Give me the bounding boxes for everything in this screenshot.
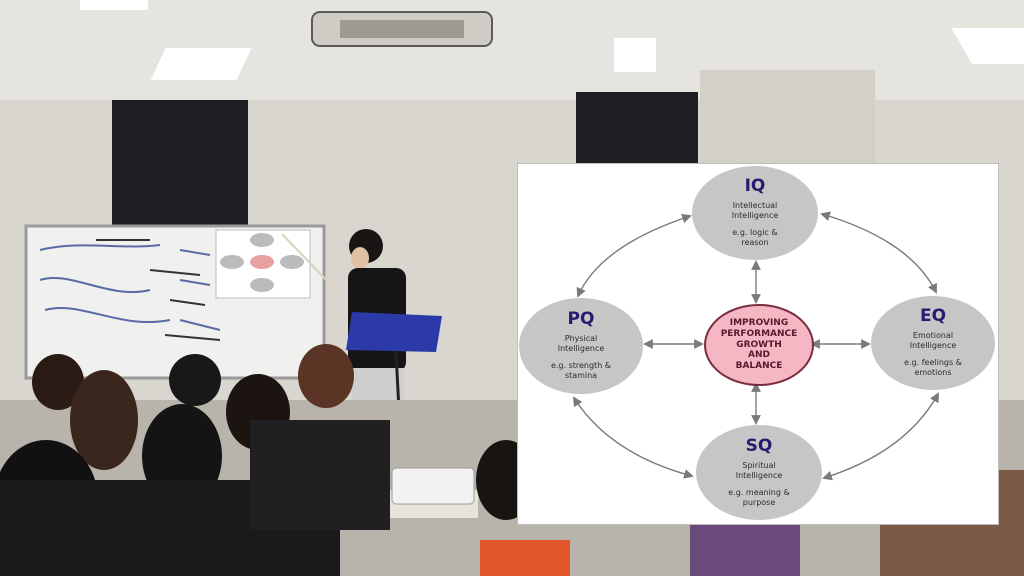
whiteboard-writing [39, 244, 221, 331]
audience-head [169, 354, 221, 406]
node-iq-name: Intellectual Intelligence [731, 201, 779, 220]
center-line: PERFORMANCE [720, 328, 798, 339]
center-line: BALANCE [735, 361, 783, 372]
window-blind [576, 92, 698, 164]
node-iq-example: e.g. logic & reason [732, 228, 778, 247]
center-line: GROWTH [736, 339, 782, 350]
whiteboard-writing [96, 239, 221, 341]
ceiling-light [150, 48, 252, 80]
node-sq: SQ Spiritual Intelligence e.g. meaning &… [696, 425, 822, 520]
ceiling-light [80, 0, 148, 10]
arrow-iq-pq [576, 213, 692, 298]
audience-head [298, 344, 354, 408]
paper-circle [250, 278, 274, 292]
window-blind [112, 100, 248, 230]
music-stand [346, 312, 442, 352]
whiteboard [24, 224, 326, 380]
center-line: AND [748, 350, 770, 361]
audience-body [250, 420, 390, 530]
projector [391, 467, 475, 505]
presenter-face [351, 247, 369, 269]
paper-circle [220, 255, 244, 269]
node-sq-name: Spiritual Intelligence [735, 460, 783, 480]
node-iq-abbr: IQ [744, 176, 766, 196]
paper-circle [250, 233, 274, 247]
ceiling-light [614, 38, 656, 72]
ceiling-light [951, 28, 1024, 64]
audience-floral-shirt [690, 520, 800, 576]
arrow-pq-sq [572, 396, 694, 479]
audience-head [70, 370, 138, 470]
node-pq: PQ Physical Intelligence e.g. strength &… [519, 298, 643, 394]
connector-arrows [572, 211, 939, 481]
air-vent-grille [340, 20, 464, 38]
intelligence-diagram-slide: IQ Intellectual Intelligence e.g. logic … [517, 163, 999, 525]
audience-head [32, 354, 84, 410]
paper-circle [250, 255, 274, 269]
node-sq-example: e.g. meaning & purpose [728, 487, 790, 507]
arrow-iq-eq [820, 211, 937, 294]
node-eq-example: e.g. feelings & emotions [904, 358, 962, 377]
center-node: IMPROVING PERFORMANCE GROWTH AND BALANCE [704, 304, 814, 386]
node-sq-abbr: SQ [745, 435, 773, 456]
arrow-eq-sq [822, 392, 939, 481]
center-line: IMPROVING [729, 318, 789, 328]
node-pq-example: e.g. strength & stamina [550, 361, 612, 380]
node-eq: EQ Emotional Intelligence e.g. feelings … [871, 296, 995, 390]
node-eq-name: Emotional Intelligence [909, 331, 957, 350]
node-iq: IQ Intellectual Intelligence e.g. logic … [692, 166, 818, 260]
paper-circle [280, 255, 304, 269]
pointer-stick [281, 233, 337, 291]
node-pq-name: Physical Intelligence [557, 334, 605, 353]
node-eq-abbr: EQ [919, 306, 947, 326]
audience-shirt [480, 540, 570, 576]
node-pq-abbr: PQ [567, 309, 595, 329]
